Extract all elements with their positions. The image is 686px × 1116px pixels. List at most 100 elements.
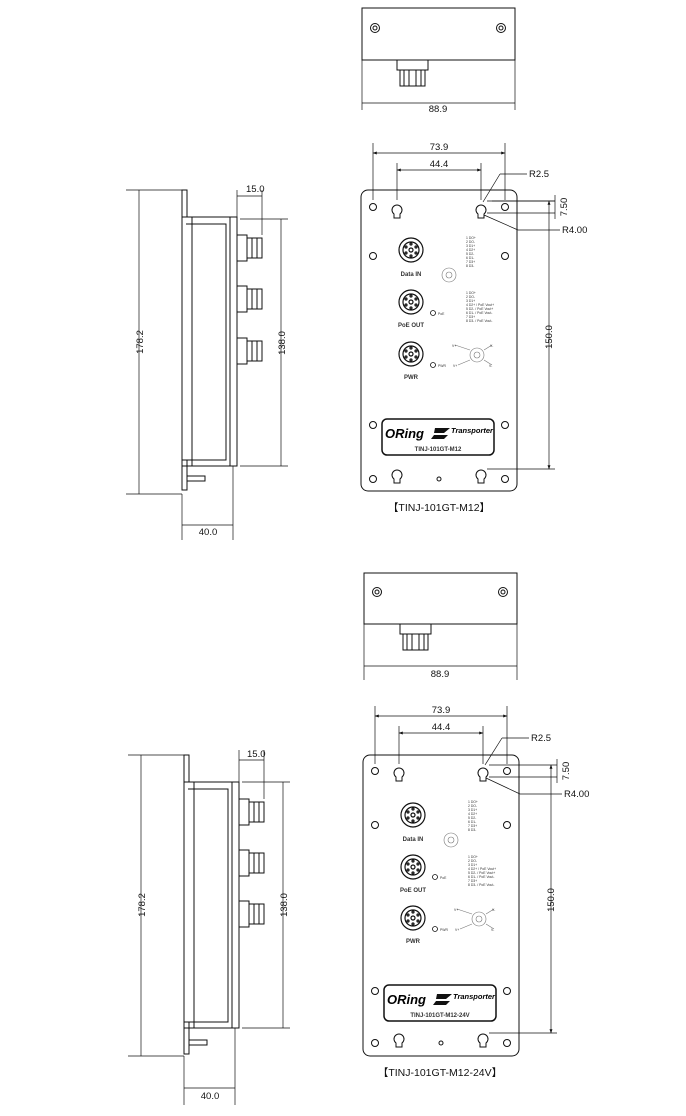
brand-plate bbox=[383, 984, 497, 1022]
transporter-icon bbox=[433, 994, 452, 1005]
svg-text:7 D3+: 7 D3+ bbox=[468, 824, 477, 828]
svg-text:5 D2-: 5 D2- bbox=[466, 252, 474, 256]
connector-poe-out bbox=[398, 289, 424, 315]
dim-40-0: 40.0 bbox=[201, 1091, 220, 1102]
side-connector-1 bbox=[236, 234, 263, 262]
svg-text:5 D2- / PoE Vout+: 5 D2- / PoE Vout+ bbox=[466, 307, 493, 311]
dim-44-4: 44.4 bbox=[432, 722, 451, 733]
pinout-text: 1 DO+2 DO-3 D1+ 4 D2+5 D2-6 D1- 7 D3+8 D… bbox=[454, 800, 496, 932]
port-label-pwr: PWR bbox=[404, 375, 419, 381]
dim-178-2: 178.2 bbox=[135, 330, 146, 354]
port-label-data-in: Data IN bbox=[401, 272, 422, 278]
brand-product: Transporter bbox=[453, 992, 496, 1001]
top-width-dimension: 88.9 bbox=[429, 104, 448, 115]
svg-text:6 D1- / PoE Vout-: 6 D1- / PoE Vout- bbox=[466, 311, 492, 315]
svg-text:6 D1-: 6 D1- bbox=[468, 820, 476, 824]
connector-data-in bbox=[398, 237, 424, 263]
connector-pwr bbox=[400, 905, 426, 931]
svg-text:3 D1+: 3 D1+ bbox=[466, 244, 475, 248]
svg-text:8 D3- / PoE Vout-: 8 D3- / PoE Vout- bbox=[466, 319, 492, 323]
dim-150-0: 150.0 bbox=[544, 325, 555, 349]
dim-7-50: 7.50 bbox=[559, 198, 570, 217]
brand-logo: ORing bbox=[385, 426, 424, 441]
port-label-poe-out: PoE OUT bbox=[400, 888, 426, 894]
brand-logo: ORing bbox=[387, 992, 426, 1007]
svg-text:V+: V+ bbox=[454, 908, 458, 912]
pinout-text: 1 DO+2 DO-3 D1+ 4 D2+5 D2-6 D1- 7 D3+8 D… bbox=[452, 236, 494, 368]
svg-text:3 D1+: 3 D1+ bbox=[468, 808, 477, 812]
svg-text:6 D1- / PoE Vout-: 6 D1- / PoE Vout- bbox=[468, 875, 494, 879]
svg-text:8 D3-: 8 D3- bbox=[466, 264, 474, 268]
svg-text:5 D2- / PoE Vout+: 5 D2- / PoE Vout+ bbox=[468, 871, 495, 875]
model-label: TINJ-101GT-M12-24V bbox=[410, 1013, 469, 1019]
svg-text:7 D3+: 7 D3+ bbox=[468, 879, 477, 883]
connector-pwr bbox=[398, 341, 424, 367]
connector-poe-out bbox=[400, 854, 426, 880]
side-connector-2 bbox=[238, 849, 265, 877]
svg-text:V-: V- bbox=[490, 344, 493, 348]
svg-text:2 DO-: 2 DO- bbox=[468, 859, 477, 863]
radius-r2-5: R2.5 bbox=[529, 169, 549, 180]
radius-r4-00: R4.00 bbox=[564, 789, 589, 800]
svg-text:6 D1-: 6 D1- bbox=[466, 256, 474, 260]
connector-data-in bbox=[400, 802, 426, 828]
side-view bbox=[128, 750, 290, 1105]
led-label-pwr: PWR bbox=[438, 364, 446, 368]
port-label-data-in: Data IN bbox=[403, 837, 424, 843]
side-connector-1 bbox=[238, 798, 265, 826]
top-view bbox=[363, 572, 518, 680]
top-width-dimension: 88.9 bbox=[431, 669, 450, 680]
dim-15-0: 15.0 bbox=[247, 749, 266, 760]
brand-product: Transporter bbox=[451, 426, 494, 435]
dim-178-2: 178.2 bbox=[137, 893, 148, 917]
svg-text:V+: V+ bbox=[455, 928, 459, 932]
pinout-diagrams bbox=[443, 832, 495, 930]
caption: 【TINJ-101GT-M12-24V】 bbox=[378, 1067, 502, 1079]
svg-text:V-: V- bbox=[491, 928, 494, 932]
side-connector-3 bbox=[238, 900, 265, 928]
svg-text:V-: V- bbox=[489, 364, 492, 368]
svg-text:V+: V+ bbox=[453, 364, 457, 368]
svg-text:2 DO-: 2 DO- bbox=[466, 295, 475, 299]
dim-138-0: 138.0 bbox=[277, 331, 288, 355]
side-connector-3 bbox=[236, 337, 263, 365]
port-label-poe-out: PoE OUT bbox=[398, 323, 424, 329]
svg-text:4 D2+ / PoE Vout+: 4 D2+ / PoE Vout+ bbox=[466, 303, 494, 307]
svg-text:2 DO-: 2 DO- bbox=[466, 240, 475, 244]
led-label-pwr: PWR bbox=[440, 928, 448, 932]
svg-text:1 DO+: 1 DO+ bbox=[466, 291, 476, 295]
dim-73-9: 73.9 bbox=[430, 142, 449, 153]
led-label-poe: PoE bbox=[438, 312, 445, 316]
radius-r4-00: R4.00 bbox=[562, 225, 587, 236]
dim-150-0: 150.0 bbox=[546, 888, 557, 912]
svg-text:4 D2+ / PoE Vout+: 4 D2+ / PoE Vout+ bbox=[468, 867, 496, 871]
svg-text:8 D3-: 8 D3- bbox=[468, 828, 476, 832]
front-view: 1 DO+2 DO-3 D1+ 4 D2+5 D2-6 D1- 7 D3+8 D… bbox=[360, 143, 560, 492]
svg-text:1 DO+: 1 DO+ bbox=[466, 236, 476, 240]
svg-text:3 D1+: 3 D1+ bbox=[466, 299, 475, 303]
dim-40-0: 40.0 bbox=[199, 527, 218, 538]
drawing-1: 88.9 bbox=[126, 7, 587, 540]
model-label: TINJ-101GT-M12 bbox=[415, 447, 462, 453]
dim-73-9: 73.9 bbox=[432, 705, 451, 716]
side-connector-2 bbox=[236, 285, 263, 313]
svg-text:1 DO+: 1 DO+ bbox=[468, 855, 478, 859]
svg-text:V-: V- bbox=[492, 908, 495, 912]
dim-138-0: 138.0 bbox=[279, 893, 290, 917]
dim-15-0: 15.0 bbox=[246, 184, 265, 195]
front-view: 1 DO+2 DO-3 D1+ 4 D2+5 D2-6 D1- 7 D3+8 D… bbox=[362, 706, 562, 1057]
brand-plate bbox=[381, 418, 495, 456]
drawing-2: 88.9 bbox=[128, 572, 589, 1105]
dim-7-50: 7.50 bbox=[561, 762, 572, 781]
svg-text:3 D1+: 3 D1+ bbox=[468, 863, 477, 867]
svg-text:1 DO+: 1 DO+ bbox=[468, 800, 478, 804]
dim-44-4: 44.4 bbox=[430, 159, 449, 170]
svg-text:4 D2+: 4 D2+ bbox=[466, 248, 475, 252]
pinout-diagrams bbox=[441, 267, 493, 366]
svg-text:5 D2-: 5 D2- bbox=[468, 816, 476, 820]
svg-text:8 D3- / PoE Vout-: 8 D3- / PoE Vout- bbox=[468, 883, 494, 887]
radius-r2-5: R2.5 bbox=[531, 733, 551, 744]
svg-text:4 D2+: 4 D2+ bbox=[468, 812, 477, 816]
transporter-icon bbox=[431, 428, 450, 439]
